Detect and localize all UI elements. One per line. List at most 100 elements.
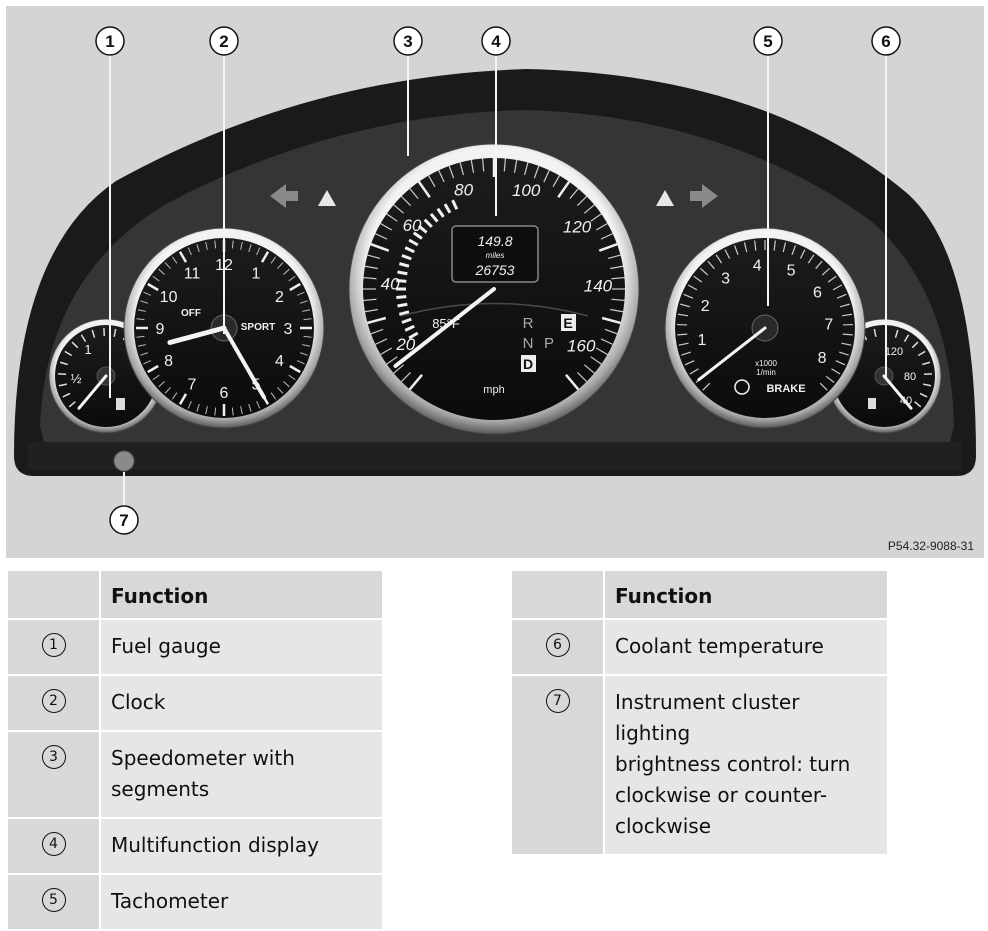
sport-mode-label: SPORT: [241, 322, 275, 333]
table-row: 2 Clock: [7, 675, 383, 731]
rpm-unit-line2: 1/min: [756, 368, 776, 377]
callout-number-circle: 4: [42, 832, 66, 856]
clock-number: 2: [275, 289, 284, 306]
callout-number: 3: [403, 32, 412, 51]
callout-number-circle: 7: [546, 689, 570, 713]
drive-mode-e: E: [563, 315, 572, 331]
gear-d: D: [523, 356, 533, 372]
gear-p: P: [544, 335, 554, 352]
speed-number: 140: [584, 276, 613, 295]
function-description: Clock: [100, 675, 383, 731]
rpm-unit-line1: x1000: [755, 359, 777, 368]
tachometer-number: 8: [818, 350, 827, 367]
coolant-label-120: 120: [885, 346, 903, 358]
clock-number: 3: [284, 321, 293, 338]
esp-off-label: OFF: [181, 308, 201, 319]
function-text-line: Instrument cluster lighting: [615, 687, 877, 749]
function-text-line: Multifunction display: [111, 830, 372, 861]
function-description: Fuel gauge: [100, 619, 383, 675]
row-number: 3: [7, 731, 100, 818]
coolant-label-80: 80: [904, 371, 916, 383]
brake-warning-label: BRAKE: [766, 383, 805, 395]
instrument-cluster-illustration: 1½ 1208040 121234567891011SPORTOFF 12345…: [6, 6, 984, 558]
table-header-row: Function: [511, 570, 888, 619]
number-header: [511, 570, 604, 619]
gauge-tick: [843, 334, 853, 335]
callout-number-circle: 3: [42, 745, 66, 769]
row-number: 4: [7, 818, 100, 874]
function-text-line: Clock: [111, 687, 372, 718]
tachometer-number: 7: [824, 317, 833, 334]
gauge-tick: [677, 334, 687, 335]
fuel-label-half: ½: [71, 371, 82, 386]
clock-number: 10: [160, 289, 178, 306]
function-description: Tachometer: [100, 874, 383, 930]
function-text-line: Coolant temperature: [615, 631, 877, 662]
callout-number: 5: [763, 32, 772, 51]
speed-number: 120: [563, 217, 592, 236]
function-text-line: segments: [111, 774, 372, 805]
speed-number: 160: [567, 337, 596, 356]
speed-segment: [396, 297, 406, 298]
tachometer-number: 1: [698, 332, 707, 349]
clock-number: 7: [188, 376, 197, 393]
speed-number: 60: [403, 216, 422, 235]
speed-number: 100: [512, 181, 541, 200]
speed-unit: mph: [483, 384, 504, 396]
clock-number: 4: [275, 353, 284, 370]
function-text-line: clockwise or counter-: [615, 780, 877, 811]
function-text-line: Fuel gauge: [111, 631, 372, 662]
table-row: 4 Multifunction display: [7, 818, 383, 874]
cluster-lower-bezel: [28, 442, 962, 470]
function-header: Function: [100, 570, 383, 619]
number-header: [7, 570, 100, 619]
tachometer-number: 2: [701, 298, 710, 315]
callout-number: 2: [219, 32, 228, 51]
speed-number: 40: [381, 275, 400, 294]
tachometer-number: 6: [813, 284, 822, 301]
clock-number: 9: [156, 321, 165, 338]
gear-n: N: [523, 335, 534, 352]
trip-distance: 149.8: [477, 233, 512, 249]
callout-number-circle: 2: [42, 689, 66, 713]
function-description: Multifunction display: [100, 818, 383, 874]
function-text-line: Tachometer: [111, 886, 372, 917]
row-number: 2: [7, 675, 100, 731]
row-number: 6: [511, 619, 604, 675]
clock-number: 1: [252, 266, 261, 283]
function-text-line: clockwise: [615, 811, 877, 842]
row-number: 5: [7, 874, 100, 930]
function-header: Function: [604, 570, 888, 619]
function-table-left: Function 1 Fuel gauge 2 Clock 3 Speedometer w…: [6, 569, 384, 931]
brightness-control-knob: [114, 451, 134, 471]
fuel-label-full: 1: [84, 342, 91, 357]
tachometer-number: 5: [787, 263, 796, 280]
function-description: Coolant temperature: [604, 619, 888, 675]
callout-number-circle: 6: [546, 633, 570, 657]
function-text-line: brightness control: turn: [615, 749, 877, 780]
callout-number: 1: [105, 32, 114, 51]
callout-number-circle: 5: [42, 888, 66, 912]
gear-r: R: [523, 315, 534, 332]
table-row: 5 Tachometer: [7, 874, 383, 930]
clock-number: 8: [164, 353, 173, 370]
function-text-line: Speedometer with: [111, 743, 372, 774]
odometer: 26753: [475, 262, 515, 278]
fuel-pump-icon: [116, 398, 125, 410]
callout-number: 6: [881, 32, 890, 51]
row-number: 1: [7, 619, 100, 675]
table-row: 1 Fuel gauge: [7, 619, 383, 675]
instrument-cluster-figure: 1½ 1208040 121234567891011SPORTOFF 12345…: [6, 6, 984, 558]
tachometer-number: 3: [721, 271, 730, 288]
clock-number: 6: [220, 385, 229, 402]
thermometer-icon: [868, 398, 876, 409]
speed-segment: [397, 272, 407, 274]
row-number: 7: [511, 675, 604, 855]
trip-distance-unit: miles: [486, 251, 505, 260]
table-header-row: Function: [7, 570, 383, 619]
